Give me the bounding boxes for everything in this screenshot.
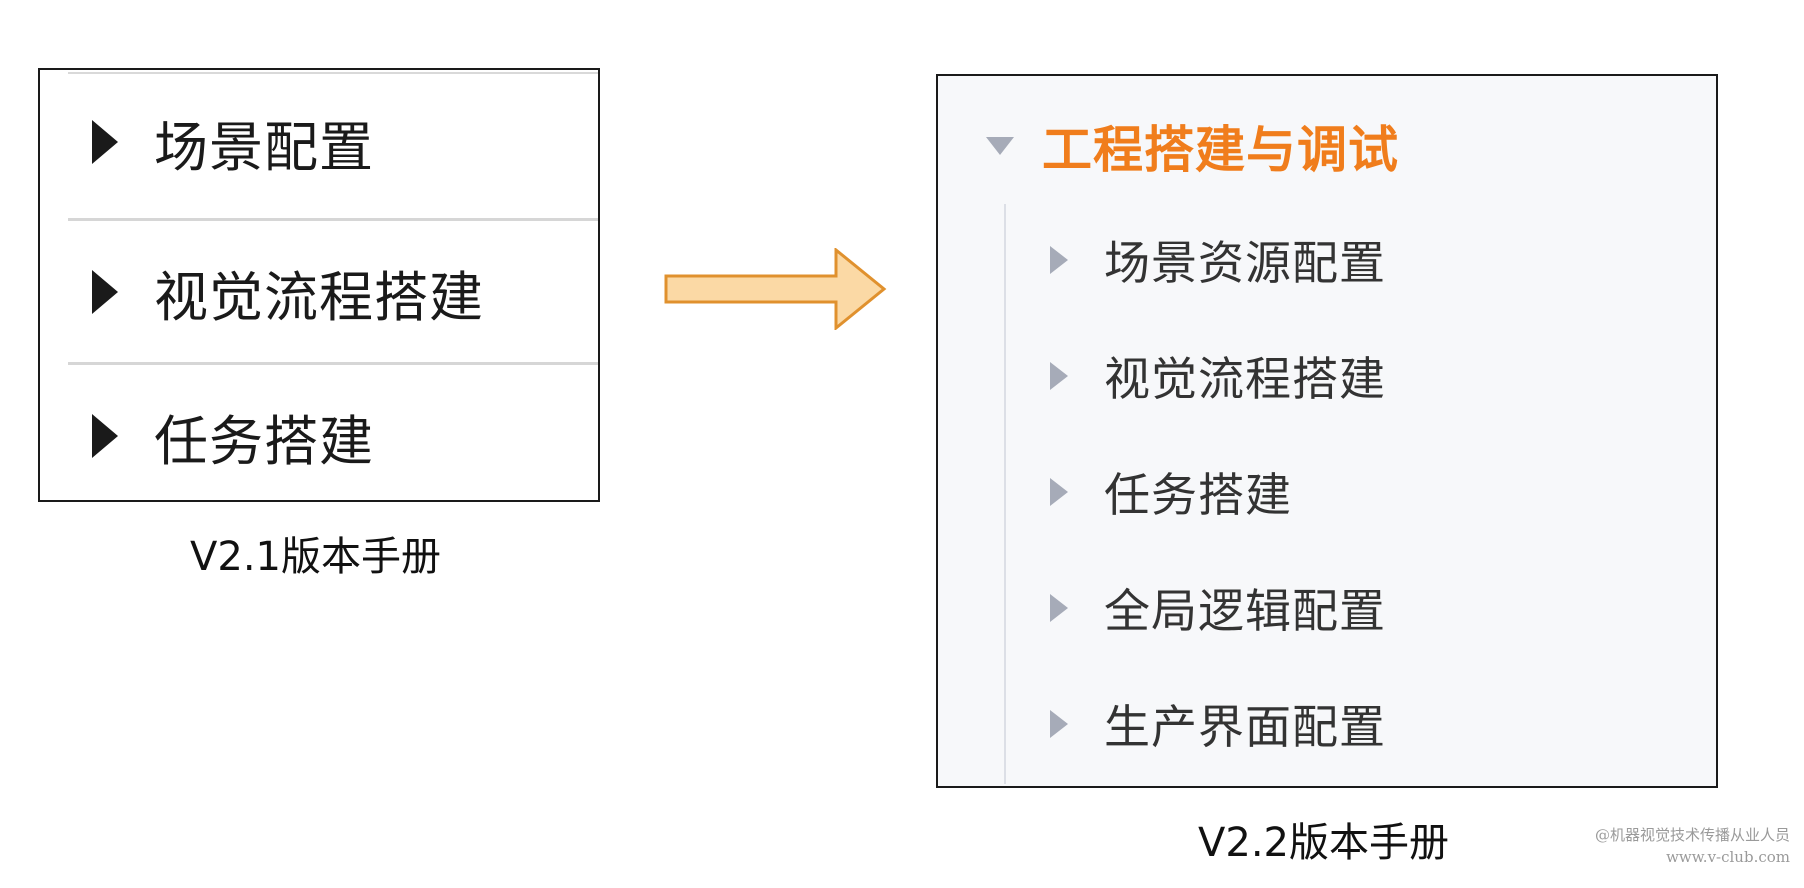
watermark: @机器视觉技术传播从业人员 www.v-club.com xyxy=(1595,824,1790,868)
watermark-line: @机器视觉技术传播从业人员 xyxy=(1594,826,1790,844)
menu-item-vision-flow[interactable]: 视觉流程搭建 xyxy=(40,220,598,364)
tree-item-label: 任务搭建 xyxy=(1104,468,1292,522)
tree-group-engineering[interactable]: 工程搭建与调试 xyxy=(986,110,1399,182)
tree-item-label: 场景资源配置 xyxy=(1104,236,1386,290)
v22-menu-panel: 工程搭建与调试 场景资源配置 视觉流程搭建 任务搭建 全局逻辑配置 生产界面配置 xyxy=(936,74,1718,788)
divider xyxy=(68,72,598,74)
tree-guide-line xyxy=(1004,204,1006,784)
tree-item-label: 全局逻辑配置 xyxy=(1104,584,1386,638)
tree-item-label: 生产界面配置 xyxy=(1104,700,1386,754)
caret-right-icon xyxy=(1050,362,1068,390)
caret-right-icon xyxy=(1050,710,1068,738)
caret-right-icon xyxy=(1050,594,1068,622)
tree-item-task-build[interactable]: 任务搭建 xyxy=(1050,452,1292,532)
caret-right-icon xyxy=(92,414,118,458)
caret-right-icon xyxy=(1050,478,1068,506)
v21-caption: V2.1版本手册 xyxy=(190,534,441,580)
tree-item-scene-resource-config[interactable]: 场景资源配置 xyxy=(1050,220,1386,300)
menu-item-label: 任务搭建 xyxy=(154,409,374,473)
right-arrow-icon xyxy=(664,248,887,330)
watermark-line: www.v-club.com xyxy=(1666,848,1790,866)
tree-item-global-logic-config[interactable]: 全局逻辑配置 xyxy=(1050,568,1386,648)
tree-item-production-ui-config[interactable]: 生产界面配置 xyxy=(1050,684,1386,764)
caret-right-icon xyxy=(92,270,118,314)
menu-item-label: 视觉流程搭建 xyxy=(154,265,484,329)
tree-group-label: 工程搭建与调试 xyxy=(1042,121,1399,179)
menu-item-task-build[interactable]: 任务搭建 xyxy=(40,364,598,508)
v22-caption: V2.2版本手册 xyxy=(1198,820,1449,866)
tree-item-vision-flow[interactable]: 视觉流程搭建 xyxy=(1050,336,1386,416)
menu-item-scene-config[interactable]: 场景配置 xyxy=(40,70,598,214)
caret-down-icon xyxy=(986,137,1014,155)
divider xyxy=(68,362,598,365)
menu-item-label: 场景配置 xyxy=(154,115,374,179)
v21-menu-panel: 场景配置 视觉流程搭建 任务搭建 xyxy=(38,68,600,502)
tree-item-label: 视觉流程搭建 xyxy=(1104,352,1386,406)
caret-right-icon xyxy=(92,120,118,164)
divider xyxy=(68,218,598,221)
caret-right-icon xyxy=(1050,246,1068,274)
